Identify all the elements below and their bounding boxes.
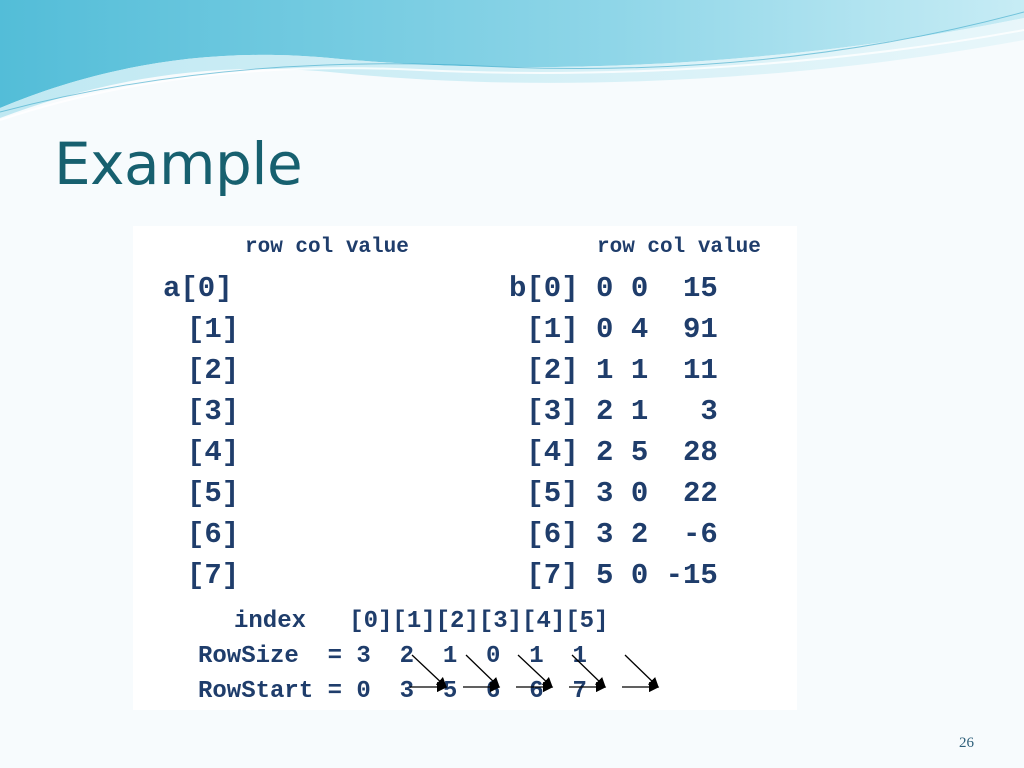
array-a-row-1: [1]	[187, 313, 240, 346]
array-a-row-6: [6]	[187, 518, 240, 551]
header-a: row col value	[245, 236, 409, 259]
header-wave-decoration	[0, 0, 1024, 121]
array-a-row-7: [7]	[187, 559, 240, 592]
arrow-diag-4	[571, 654, 606, 688]
array-a-row-5: [5]	[187, 477, 240, 510]
rowstart-arrows	[410, 654, 660, 693]
array-b-row-3: [3] 2 1 3	[509, 395, 718, 428]
sparse-matrix-figure: row col value row col value a[0] [1] [2]…	[133, 226, 797, 710]
arrow-diag-2	[465, 654, 500, 688]
array-b-row-5: [5] 3 0 22	[509, 477, 718, 510]
array-a-row-2: [2]	[187, 354, 240, 387]
array-b-row-7: [7] 5 0 -15	[509, 559, 718, 592]
array-b-row-1: [1] 0 4 91	[509, 313, 718, 346]
rowsize-row: RowSize = 3 2 1 0 1 1	[198, 643, 587, 670]
array-b-row-2: [2] 1 1 11	[509, 354, 718, 387]
array-b-row-0: b[0] 0 0 15	[509, 272, 718, 305]
array-a-row-3: [3]	[187, 395, 240, 428]
array-a-row-0: a[0]	[163, 272, 233, 305]
array-b-row-6: [6] 3 2 -6	[509, 518, 718, 551]
array-a-row-4: [4]	[187, 436, 240, 469]
array-b-row-4: [4] 2 5 28	[509, 436, 718, 469]
arrow-diag-5	[624, 654, 659, 688]
arrow-diag-3	[517, 654, 553, 688]
page-number: 26	[959, 735, 974, 751]
arrow-diag-1	[411, 654, 447, 688]
header-b: row col value	[597, 236, 761, 259]
index-row: index [0][1][2][3][4][5]	[234, 608, 609, 635]
slide-title: Example	[54, 130, 303, 198]
